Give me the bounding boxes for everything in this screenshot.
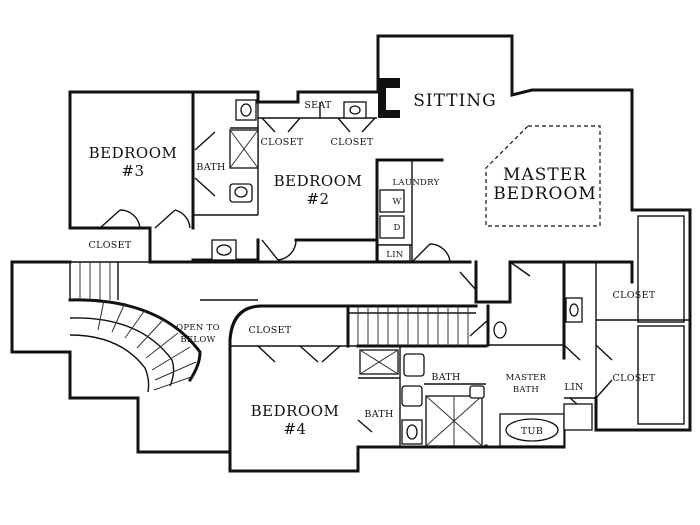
fixtures xyxy=(211,78,593,447)
dryer-icon xyxy=(379,215,405,239)
master-bath-label-2: BATH xyxy=(513,385,539,395)
master-bedroom-label: MASTER xyxy=(503,165,587,185)
closet-b4-label: CLOSET xyxy=(249,325,292,336)
bath-b2-label: BATH xyxy=(196,162,225,173)
seat-label: SEAT xyxy=(304,100,332,111)
sitting-label: SITTING xyxy=(413,91,497,111)
bath-b4-label: BATH xyxy=(364,409,393,420)
closet-b2-left-label: CLOSET xyxy=(261,137,304,148)
tray-ceiling-outline xyxy=(485,125,601,227)
bedroom2-label: BEDROOM xyxy=(274,172,363,190)
interior-walls xyxy=(70,90,690,447)
open-to-below-label-2: BELOW xyxy=(180,335,215,345)
open-to-below-label: OPEN TO xyxy=(176,323,220,333)
washer-icon xyxy=(379,189,405,213)
lin-laundry-label: LIN xyxy=(386,250,404,260)
bedroom3-number: #3 xyxy=(121,162,144,180)
closet-b3-label: CLOSET xyxy=(89,240,132,251)
bedroom4-number: #4 xyxy=(283,420,306,438)
spiral-stairs xyxy=(68,262,258,393)
closet-b2-right-label: CLOSET xyxy=(331,137,374,148)
labels: BEDROOM #3 BEDROOM #2 BEDROOM #4 SITTING… xyxy=(89,91,656,438)
bedroom3-label: BEDROOM xyxy=(89,144,178,162)
closet-master-upper-label: CLOSET xyxy=(613,290,656,301)
lin-master-label: LIN xyxy=(564,382,583,393)
bedroom4-label: BEDROOM xyxy=(251,402,340,420)
central-stairs xyxy=(348,306,476,346)
bath-hall-label: BATH xyxy=(431,372,460,383)
washer-label: W xyxy=(392,197,401,207)
bedroom2-number: #2 xyxy=(306,190,329,208)
door-swings xyxy=(99,117,613,433)
dryer-label: D xyxy=(393,223,400,233)
master-bedroom-label-2: BEDROOM xyxy=(493,184,597,204)
laundry-label: LAUNDRY xyxy=(392,178,439,188)
right-closets xyxy=(637,215,685,425)
closet-master-lower-label: CLOSET xyxy=(613,373,656,384)
master-bath-label: MASTER xyxy=(506,373,547,383)
tub-label: TUB xyxy=(521,426,543,437)
